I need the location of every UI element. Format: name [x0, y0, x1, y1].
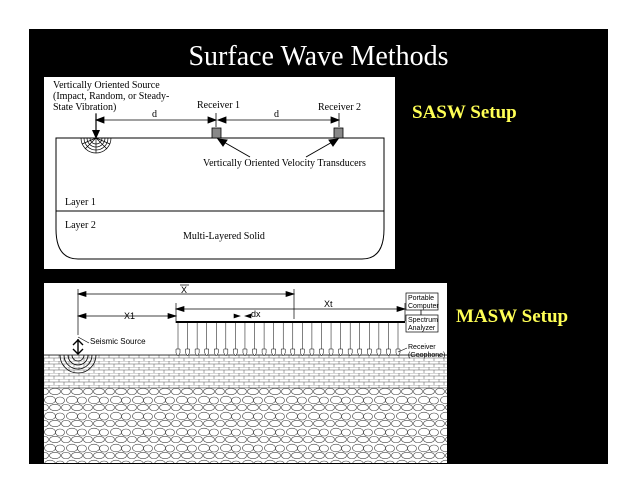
geophone	[214, 348, 219, 357]
geophone	[357, 348, 362, 357]
slide-title: Surface Wave Methods	[188, 41, 449, 72]
spacing-d-1: d	[152, 109, 157, 120]
source-waves	[80, 137, 112, 154]
geophone	[328, 348, 334, 357]
source-label-line-3: State Vibration)	[53, 102, 116, 113]
x1-dimension	[76, 303, 178, 323]
receiver-1-label: Receiver 1	[197, 100, 240, 111]
xt-dimension	[174, 303, 407, 321]
spacing-dimensions	[94, 113, 341, 127]
geophone	[300, 348, 305, 357]
receiver-2	[333, 127, 344, 139]
sasw-setup-label: SASW Setup	[412, 102, 517, 123]
geophone-array	[175, 322, 401, 357]
x-dimension	[76, 289, 296, 335]
geophone	[223, 348, 229, 357]
source-arrow	[92, 114, 100, 139]
geophone	[319, 348, 324, 357]
masw-source-waves	[59, 354, 97, 374]
rock-layer	[44, 388, 447, 463]
spacing-d-2: d	[274, 109, 279, 120]
receiver-1	[211, 127, 222, 139]
geophone	[280, 348, 286, 357]
geophone	[367, 348, 372, 357]
analyzer-label-line-2: Analyzer	[408, 325, 436, 332]
geophone	[252, 348, 257, 357]
geophone	[338, 348, 343, 357]
geophone	[386, 348, 391, 357]
geophone	[261, 348, 267, 357]
seismic-source-label: Seismic Source	[90, 337, 146, 346]
solid-body	[55, 137, 385, 260]
surface-layer	[44, 355, 447, 388]
spectrum-analyzer-box	[405, 314, 439, 333]
x-label: X	[181, 285, 187, 295]
geophone	[194, 348, 200, 357]
masw-setup-label: MASW Setup	[456, 306, 569, 327]
analyzer-label-line-1: Spectrum	[408, 317, 438, 324]
layer-1-label: Layer 1	[65, 197, 96, 208]
layer-2-label: Layer 2	[65, 220, 96, 231]
computer-label-line-2: Computer	[408, 303, 439, 310]
seismic-source-symbol	[72, 339, 84, 355]
masw-diagram: Seismic Source X Xt X1	[44, 283, 447, 463]
transducer-arrows	[216, 138, 340, 158]
dx-label: dx	[251, 309, 261, 319]
transducers-label: Vertically Oriented Velocity Transducers	[203, 158, 366, 169]
solid-label: Multi-Layered Solid	[183, 231, 265, 242]
source-label-line-2: (Impact, Random, or Steady-	[53, 91, 169, 102]
source-label-line-1: Vertically Oriented Source	[53, 80, 160, 91]
portable-computer-box	[405, 292, 439, 311]
geophone	[309, 348, 315, 357]
sasw-diagram: Vertically Oriented Source (Impact, Rand…	[44, 77, 395, 269]
geophone	[347, 348, 353, 357]
receiver-callout	[397, 347, 408, 353]
dx-dimension	[233, 313, 252, 319]
masw-svg: Seismic Source X Xt X1	[44, 284, 447, 463]
geophone	[290, 348, 296, 357]
receiver-label-line-2: (Geophone)	[408, 352, 445, 359]
geophone	[395, 348, 401, 357]
xt-label: Xt	[324, 299, 333, 309]
source-callout	[77, 336, 90, 344]
receiver-label-line-1: Receiver	[408, 344, 436, 351]
sasw-svg: Vertically Oriented Source (Impact, Rand…	[53, 80, 385, 260]
computer-label-line-1: Portable	[408, 295, 434, 302]
x1-label: X1	[124, 311, 135, 321]
receiver-2-label: Receiver 2	[318, 102, 361, 113]
geophone	[204, 348, 209, 357]
geophone	[271, 348, 276, 357]
geophone	[185, 348, 190, 357]
geophone	[242, 348, 248, 357]
geophone	[233, 348, 238, 357]
geophone	[175, 348, 181, 357]
geophone	[376, 348, 382, 357]
